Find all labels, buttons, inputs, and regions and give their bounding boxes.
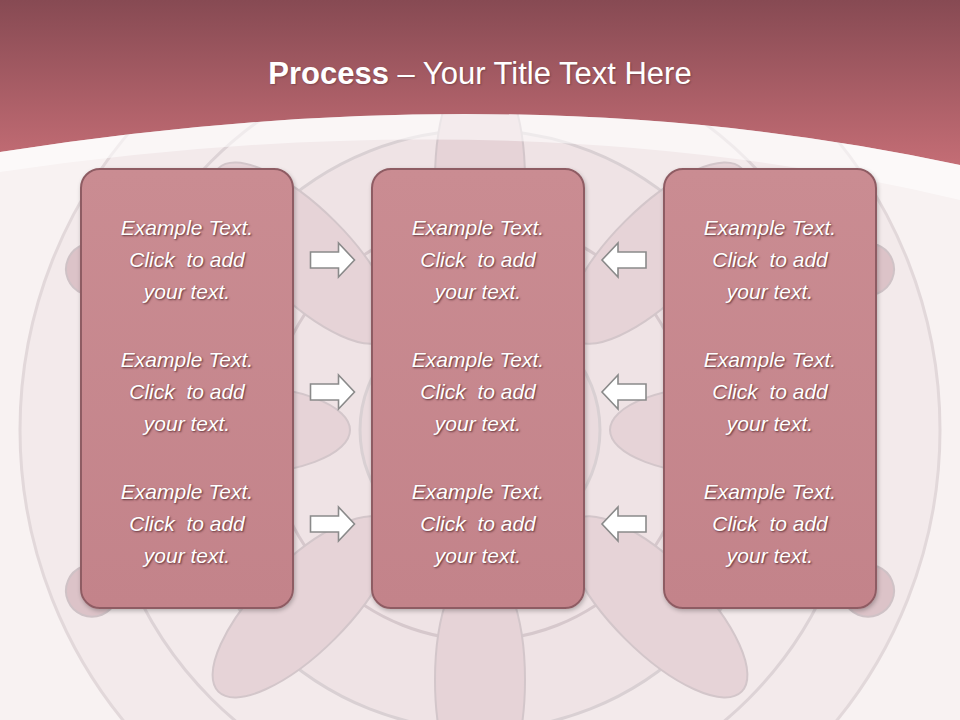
block-arrow xyxy=(311,375,355,409)
box-text: Example Text. Click to add your text. xyxy=(690,344,850,440)
box-text: Example Text. Click to add your text. xyxy=(107,344,267,440)
process-box: Example Text. Click to add your text. Exa… xyxy=(371,168,585,609)
process-box: Example Text. Click to add your text. Exa… xyxy=(80,168,294,609)
block-arrow xyxy=(311,507,355,541)
box-text: Example Text. Click to add your text. xyxy=(690,212,850,308)
box-text: Example Text. Click to add your text. xyxy=(398,212,558,308)
box-text: Example Text. Click to add your text. xyxy=(398,476,558,572)
block-arrow xyxy=(602,243,646,277)
box-text: Example Text. Click to add your text. xyxy=(107,476,267,572)
process-box: Example Text. Click to add your text. Exa… xyxy=(663,168,877,609)
block-arrow xyxy=(602,375,646,409)
box-text: Example Text. Click to add your text. xyxy=(690,476,850,572)
box-text: Example Text. Click to add your text. xyxy=(398,344,558,440)
slide-title: Process – Your Title Text Here xyxy=(0,54,960,94)
block-arrow xyxy=(311,243,355,277)
block-arrow xyxy=(602,507,646,541)
box-text: Example Text. Click to add your text. xyxy=(107,212,267,308)
